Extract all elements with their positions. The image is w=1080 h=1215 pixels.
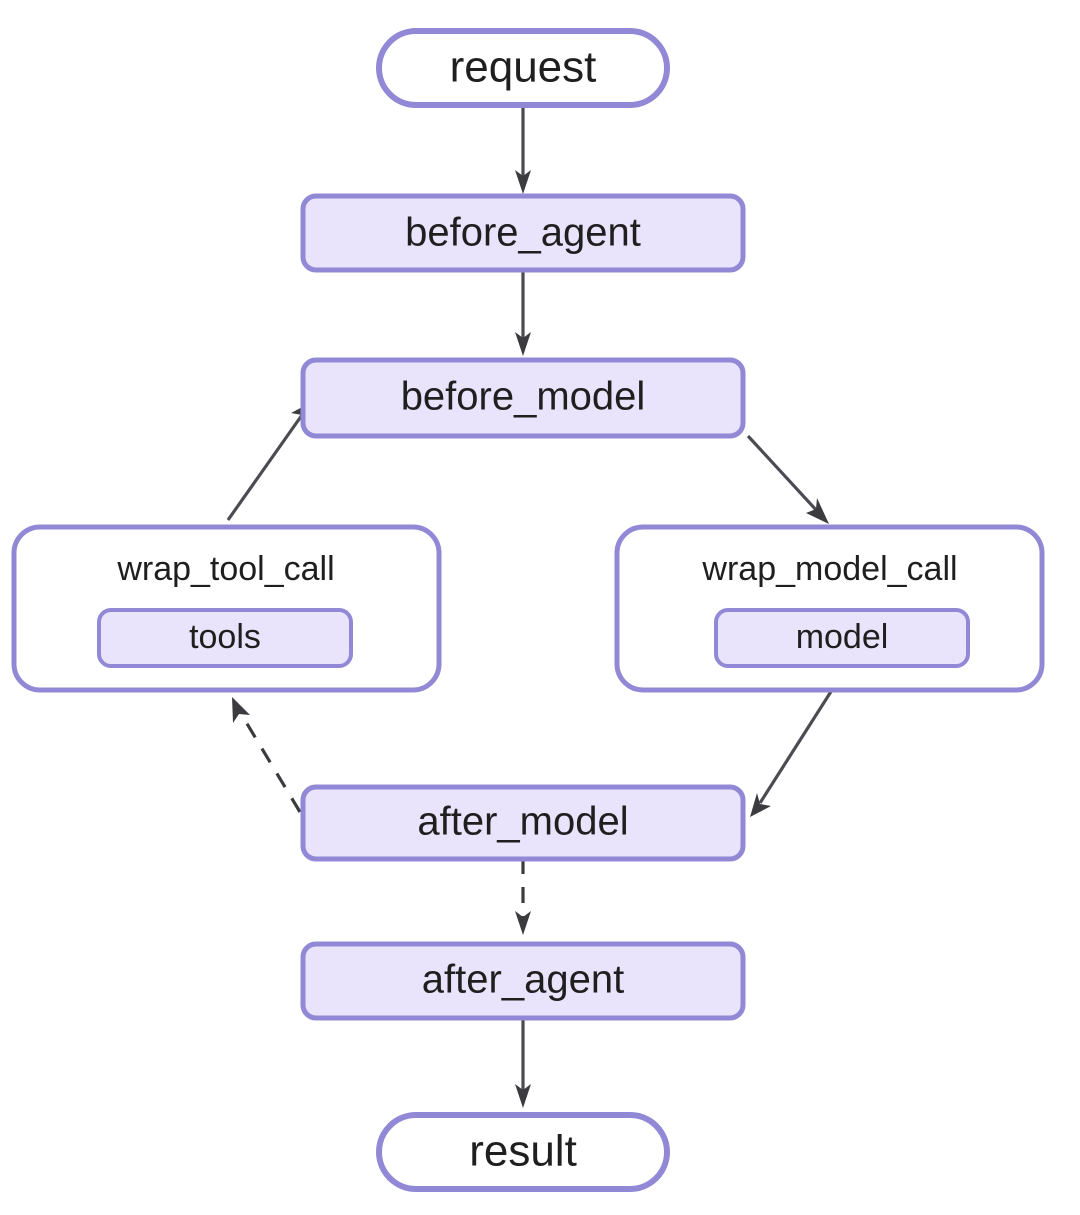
node-result[interactable]: result bbox=[376, 1112, 670, 1192]
node-after-agent-box[interactable] bbox=[300, 941, 746, 1021]
edge-request-to-before_agent bbox=[515, 105, 531, 194]
edge-wrap_tool_call-to-before_model bbox=[226, 402, 312, 521]
node-after-agent[interactable]: after_agent bbox=[300, 941, 746, 1021]
edge-before_model-to-wrap_model_call bbox=[746, 434, 829, 524]
edge-before_agent-to-before_model bbox=[515, 270, 531, 356]
subgraph-wrap-tool-call[interactable]: wrap_tool_call tools bbox=[11, 524, 442, 693]
node-after-model[interactable]: after_model bbox=[300, 784, 746, 862]
subgraph-wrap-model-call-label: wrap_model_call bbox=[701, 550, 957, 588]
node-before-agent[interactable]: before_agent bbox=[300, 193, 746, 273]
edge-after_model-to-after_agent bbox=[515, 858, 531, 935]
node-before-model-box[interactable] bbox=[300, 357, 746, 439]
node-before-agent-box[interactable] bbox=[300, 193, 746, 273]
subgraph-wrap-model-call[interactable]: wrap_model_call model bbox=[614, 524, 1045, 693]
node-request-label: request bbox=[450, 43, 597, 92]
node-result-label: result bbox=[469, 1127, 577, 1176]
node-tools-box[interactable] bbox=[97, 608, 353, 668]
node-after-agent-label: after_agent bbox=[422, 958, 624, 1002]
node-model-label: model bbox=[796, 618, 889, 656]
node-after-model-label: after_model bbox=[417, 800, 628, 844]
edge-wrap_model_call-to-after_model bbox=[750, 689, 834, 817]
edge-after_agent-to-result bbox=[515, 1018, 531, 1108]
node-before-agent-label: before_agent bbox=[405, 211, 641, 255]
node-result-box[interactable] bbox=[376, 1112, 670, 1192]
node-after-model-box[interactable] bbox=[300, 784, 746, 862]
node-model-box[interactable] bbox=[714, 608, 970, 668]
node-tools-label: tools bbox=[189, 618, 261, 656]
node-request[interactable]: request bbox=[376, 28, 670, 108]
node-request-box[interactable] bbox=[376, 28, 670, 108]
edge-after_model-to-wrap_tool_call bbox=[232, 697, 302, 813]
node-before-model[interactable]: before_model bbox=[300, 357, 746, 439]
node-before-model-label: before_model bbox=[401, 375, 646, 419]
subgraph-wrap-tool-call-label: wrap_tool_call bbox=[116, 550, 334, 588]
